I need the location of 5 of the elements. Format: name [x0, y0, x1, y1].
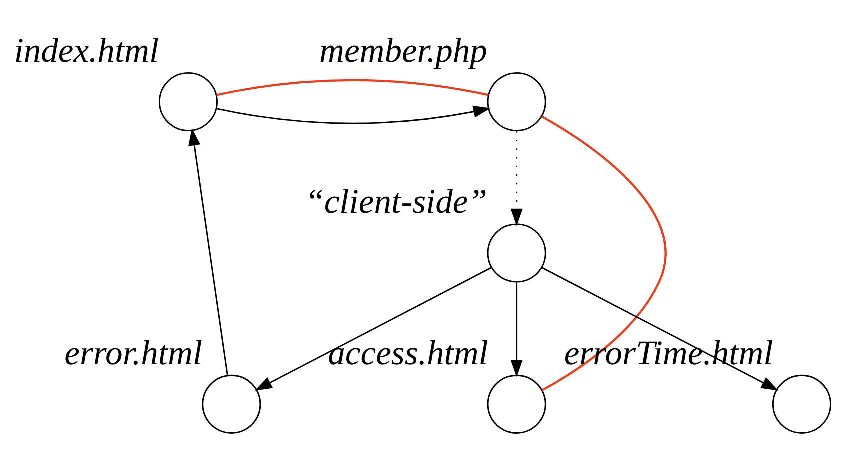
node-label: error.html — [64, 334, 203, 372]
node-label: access.html — [328, 334, 488, 372]
node-label: index.html — [14, 32, 160, 70]
node-label: member.php — [320, 32, 488, 70]
node-label: “client-side” — [305, 183, 488, 222]
